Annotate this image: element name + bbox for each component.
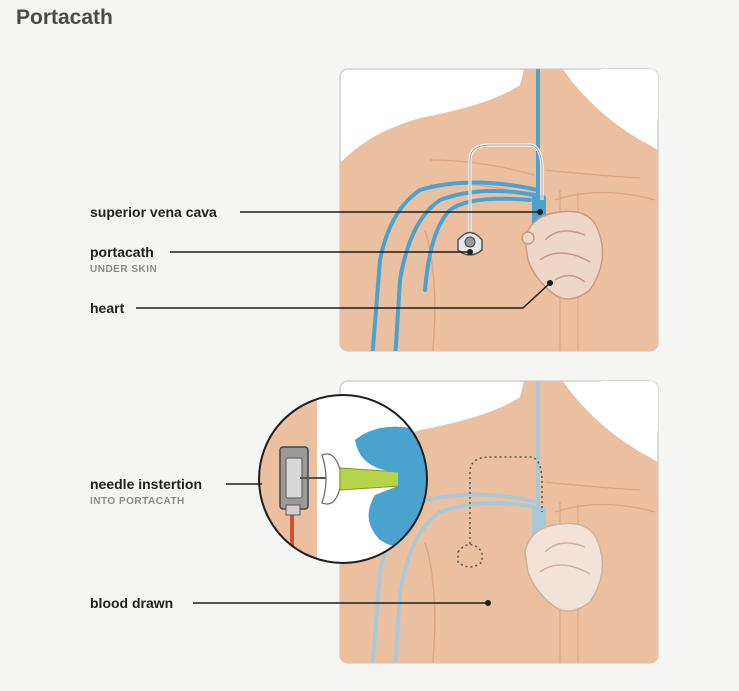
sublabel-under-skin: UNDER SKIN (90, 264, 158, 275)
leader-lines-top (136, 211, 551, 309)
sublabel-into-portacath: INTO PORTACATH (90, 496, 185, 507)
label-heart: heart (90, 300, 125, 316)
blue-glove (355, 426, 427, 547)
portacath-device (457, 231, 483, 256)
heart (521, 210, 604, 300)
page-title: Portacath (16, 6, 113, 29)
label-portacath: portacath (90, 244, 154, 260)
leader-lines-bottom (193, 483, 488, 604)
top-panel (339, 68, 659, 352)
label-superior-vena-cava: superior vena cava (90, 204, 217, 220)
label-blood-drawn: blood drawn (90, 595, 174, 611)
veins (370, 69, 540, 351)
label-needle-insertion: needle instertion (90, 476, 203, 492)
